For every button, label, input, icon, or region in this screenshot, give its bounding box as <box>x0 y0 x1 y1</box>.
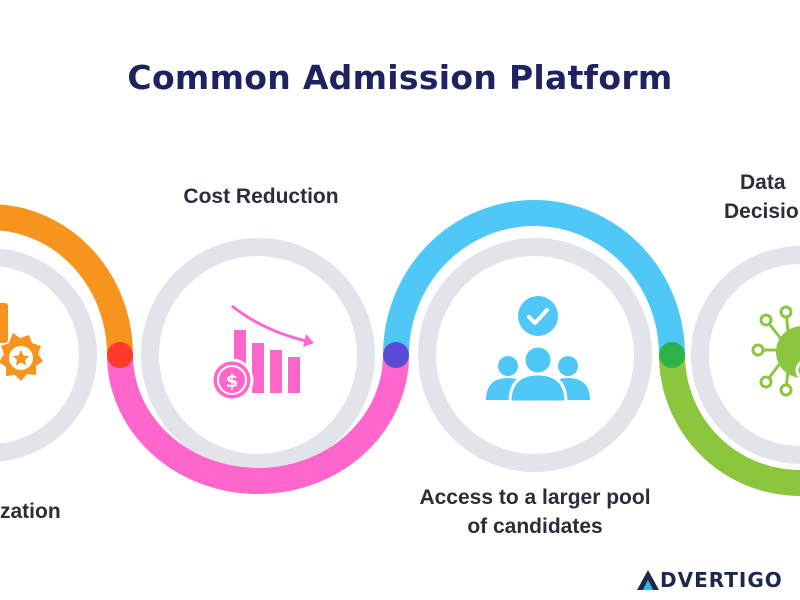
item4-label-line2: Decisio <box>724 200 799 223</box>
advertigo-a-icon <box>637 570 659 590</box>
award-badge-icon <box>0 303 43 381</box>
ring-4 <box>691 246 800 464</box>
arc-blue <box>383 200 685 356</box>
svg-text:$: $ <box>226 371 239 392</box>
cost-reduction-chart-icon: $ <box>210 304 314 402</box>
item4-label-line1: Data <box>740 171 786 194</box>
junction-dot-red <box>107 342 133 368</box>
item3-label-line2: of candidates <box>467 515 603 538</box>
junction-dot-purple <box>383 342 409 368</box>
brand-name: DVERTIGO <box>660 568 783 592</box>
ring-1 <box>0 248 97 462</box>
junction-dot-green <box>659 342 685 368</box>
arc-orange <box>0 204 133 356</box>
arc-green <box>659 354 800 496</box>
brand-logo: DVERTIGO <box>636 568 783 592</box>
item2-label: Cost Reduction <box>183 185 339 208</box>
item1-label: zation <box>0 500 61 523</box>
ring-2 <box>141 238 375 472</box>
candidates-group-icon <box>486 296 590 404</box>
item3-label-line1: Access to a larger pool <box>419 486 651 509</box>
data-network-icon <box>751 305 800 397</box>
diagram-title: Common Admission Platform <box>127 58 673 97</box>
ring-3 <box>418 238 652 472</box>
arc-pink <box>107 354 409 494</box>
